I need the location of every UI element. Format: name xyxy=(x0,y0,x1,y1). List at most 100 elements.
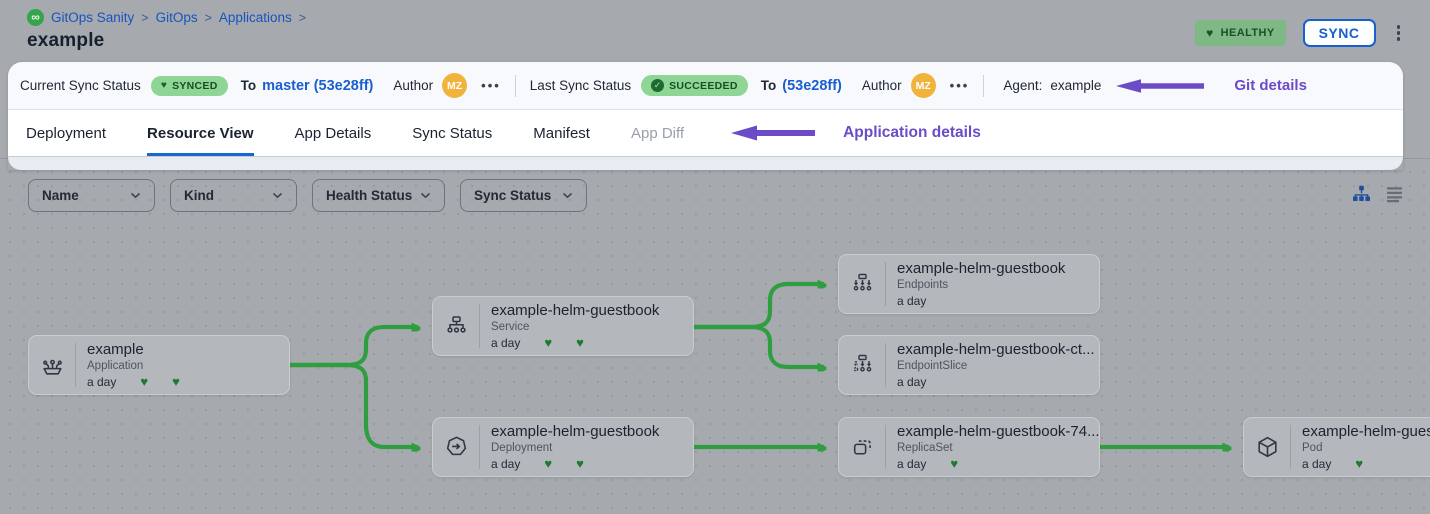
check-circle-icon: ✓ xyxy=(651,79,664,92)
gitops-logo-icon: ∞ xyxy=(27,9,44,26)
node-endpoints[interactable]: example-helm-guestbook Endpoints a day xyxy=(838,254,1100,314)
tab-sync-status[interactable]: Sync Status xyxy=(412,110,492,156)
breadcrumb-separator: > xyxy=(141,11,148,25)
node-age: a day xyxy=(897,293,926,309)
more-options-icon[interactable]: ••• xyxy=(481,78,501,93)
last-commit-link[interactable]: (53e28ff) xyxy=(782,78,842,94)
tab-deployment[interactable]: Deployment xyxy=(26,110,106,156)
heart-icon: ♥ xyxy=(544,335,552,351)
filter-bar: Name Kind Health Status Sync Status xyxy=(28,179,587,212)
chevron-down-icon xyxy=(130,192,141,199)
breadcrumb-item-gitops[interactable]: GitOps xyxy=(156,10,198,25)
node-endpointslice[interactable]: example-helm-guestbook-ct... EndpointSli… xyxy=(838,335,1100,395)
to-label: To xyxy=(241,78,257,93)
tab-manifest[interactable]: Manifest xyxy=(533,110,590,156)
tab-resource-view[interactable]: Resource View xyxy=(147,110,253,156)
tab-app-details[interactable]: App Details xyxy=(295,110,372,156)
filter-sync-status-dropdown[interactable]: Sync Status xyxy=(460,179,587,212)
kebab-menu-icon[interactable] xyxy=(1393,23,1405,43)
pod-icon xyxy=(1244,434,1290,461)
sync-button[interactable]: SYNC xyxy=(1303,19,1376,47)
heart-icon: ♥ xyxy=(140,374,148,390)
vertical-divider xyxy=(983,75,984,97)
filter-health-status-label: Health Status xyxy=(326,188,412,203)
author-label: Author xyxy=(862,78,902,93)
node-replicaset[interactable]: example-helm-guestbook-74... ReplicaSet … xyxy=(838,417,1100,477)
view-toggles xyxy=(1352,185,1403,203)
deployment-icon xyxy=(433,434,479,461)
node-title: example-helm-guest xyxy=(1302,422,1430,441)
filter-kind-label: Kind xyxy=(184,188,214,203)
author-label: Author xyxy=(393,78,433,93)
node-title: example-helm-guestbook-ct... xyxy=(897,340,1091,359)
node-age: a day xyxy=(897,456,926,472)
synced-badge: ♥ SYNCED xyxy=(151,76,228,96)
breadcrumb-item-applications[interactable]: Applications xyxy=(219,10,292,25)
heart-icon: ♥ xyxy=(1206,26,1214,40)
node-kind: Endpoints xyxy=(897,278,1065,292)
node-deployment[interactable]: example-helm-guestbook Deployment a day … xyxy=(432,417,694,477)
tab-app-diff[interactable]: App Diff xyxy=(631,110,684,156)
author-avatar: MZ xyxy=(442,73,467,98)
to-label: To xyxy=(761,78,777,93)
heart-icon: ♥ xyxy=(950,456,958,472)
agent-value: example xyxy=(1050,78,1101,93)
heart-icon: ♥ xyxy=(576,456,584,472)
node-age: a day xyxy=(1302,456,1331,472)
left-arrow-annotation-icon xyxy=(729,122,817,144)
health-status-badge: ♥ HEALTHY xyxy=(1195,20,1285,46)
node-pod[interactable]: example-helm-guest Pod a day ♥ xyxy=(1243,417,1430,477)
succeeded-badge: ✓ SUCCEEDED xyxy=(641,75,748,96)
application-details-annotation: Application details xyxy=(843,124,981,142)
filter-name-dropdown[interactable]: Name xyxy=(28,179,155,212)
tree-view-icon[interactable] xyxy=(1352,185,1371,203)
endpoints-icon xyxy=(839,271,885,298)
author-avatar: MZ xyxy=(911,73,936,98)
breadcrumb-separator: > xyxy=(299,11,306,25)
breadcrumb-separator: > xyxy=(205,11,212,25)
node-kind: ReplicaSet xyxy=(897,441,1091,455)
chevron-down-icon xyxy=(272,192,283,199)
node-title: example xyxy=(87,340,180,359)
node-kind: Service xyxy=(491,320,659,334)
node-age-row: a day xyxy=(897,293,1065,309)
left-arrow-annotation-icon xyxy=(1114,76,1206,96)
filter-sync-status-label: Sync Status xyxy=(474,188,551,203)
node-age-row: a day ♥ xyxy=(1302,456,1430,472)
panel-bottom-strip xyxy=(8,157,1403,170)
last-sync-status-label: Last Sync Status xyxy=(530,78,631,93)
list-view-icon[interactable] xyxy=(1386,185,1403,203)
more-options-icon[interactable]: ••• xyxy=(950,78,970,93)
sync-status-bar: Current Sync Status ♥ SYNCED To master (… xyxy=(8,62,1403,110)
filter-name-label: Name xyxy=(42,188,79,203)
tab-bar: Deployment Resource View App Details Syn… xyxy=(8,110,1403,157)
current-commit-link[interactable]: master (53e28ff) xyxy=(262,78,373,94)
node-title: example-helm-guestbook xyxy=(491,301,659,320)
heart-icon: ♥ xyxy=(161,80,167,91)
heart-icon: ♥ xyxy=(172,374,180,390)
node-service[interactable]: example-helm-guestbook Service a day ♥ ♥ xyxy=(432,296,694,356)
node-title: example-helm-guestbook-74... xyxy=(897,422,1091,441)
node-kind: Pod xyxy=(1302,441,1430,455)
node-application-example[interactable]: example Application a day ♥ ♥ xyxy=(28,335,290,395)
vertical-divider xyxy=(515,75,516,97)
app-details-panel: Current Sync Status ♥ SYNCED To master (… xyxy=(8,62,1403,170)
resource-graph-canvas: Name Kind Health Status Sync Status xyxy=(0,158,1430,514)
chevron-down-icon xyxy=(420,192,431,199)
node-kind: EndpointSlice xyxy=(897,359,1091,373)
filter-health-status-dropdown[interactable]: Health Status xyxy=(312,179,445,212)
heart-icon: ♥ xyxy=(1355,456,1363,472)
page-title: example xyxy=(27,30,104,52)
endpointslice-icon xyxy=(839,352,885,379)
node-age: a day xyxy=(87,374,116,390)
node-age-row: a day ♥ ♥ xyxy=(491,335,659,351)
agent-label: Agent: xyxy=(1003,78,1042,93)
filter-kind-dropdown[interactable]: Kind xyxy=(170,179,297,212)
breadcrumb-item-gitops-sanity[interactable]: GitOps Sanity xyxy=(51,10,134,25)
health-status-label: HEALTHY xyxy=(1221,27,1275,39)
node-age-row: a day ♥ xyxy=(897,456,1091,472)
node-age: a day xyxy=(491,335,520,351)
succeeded-badge-label: SUCCEEDED xyxy=(669,80,738,92)
git-details-annotation: Git details xyxy=(1234,77,1307,94)
